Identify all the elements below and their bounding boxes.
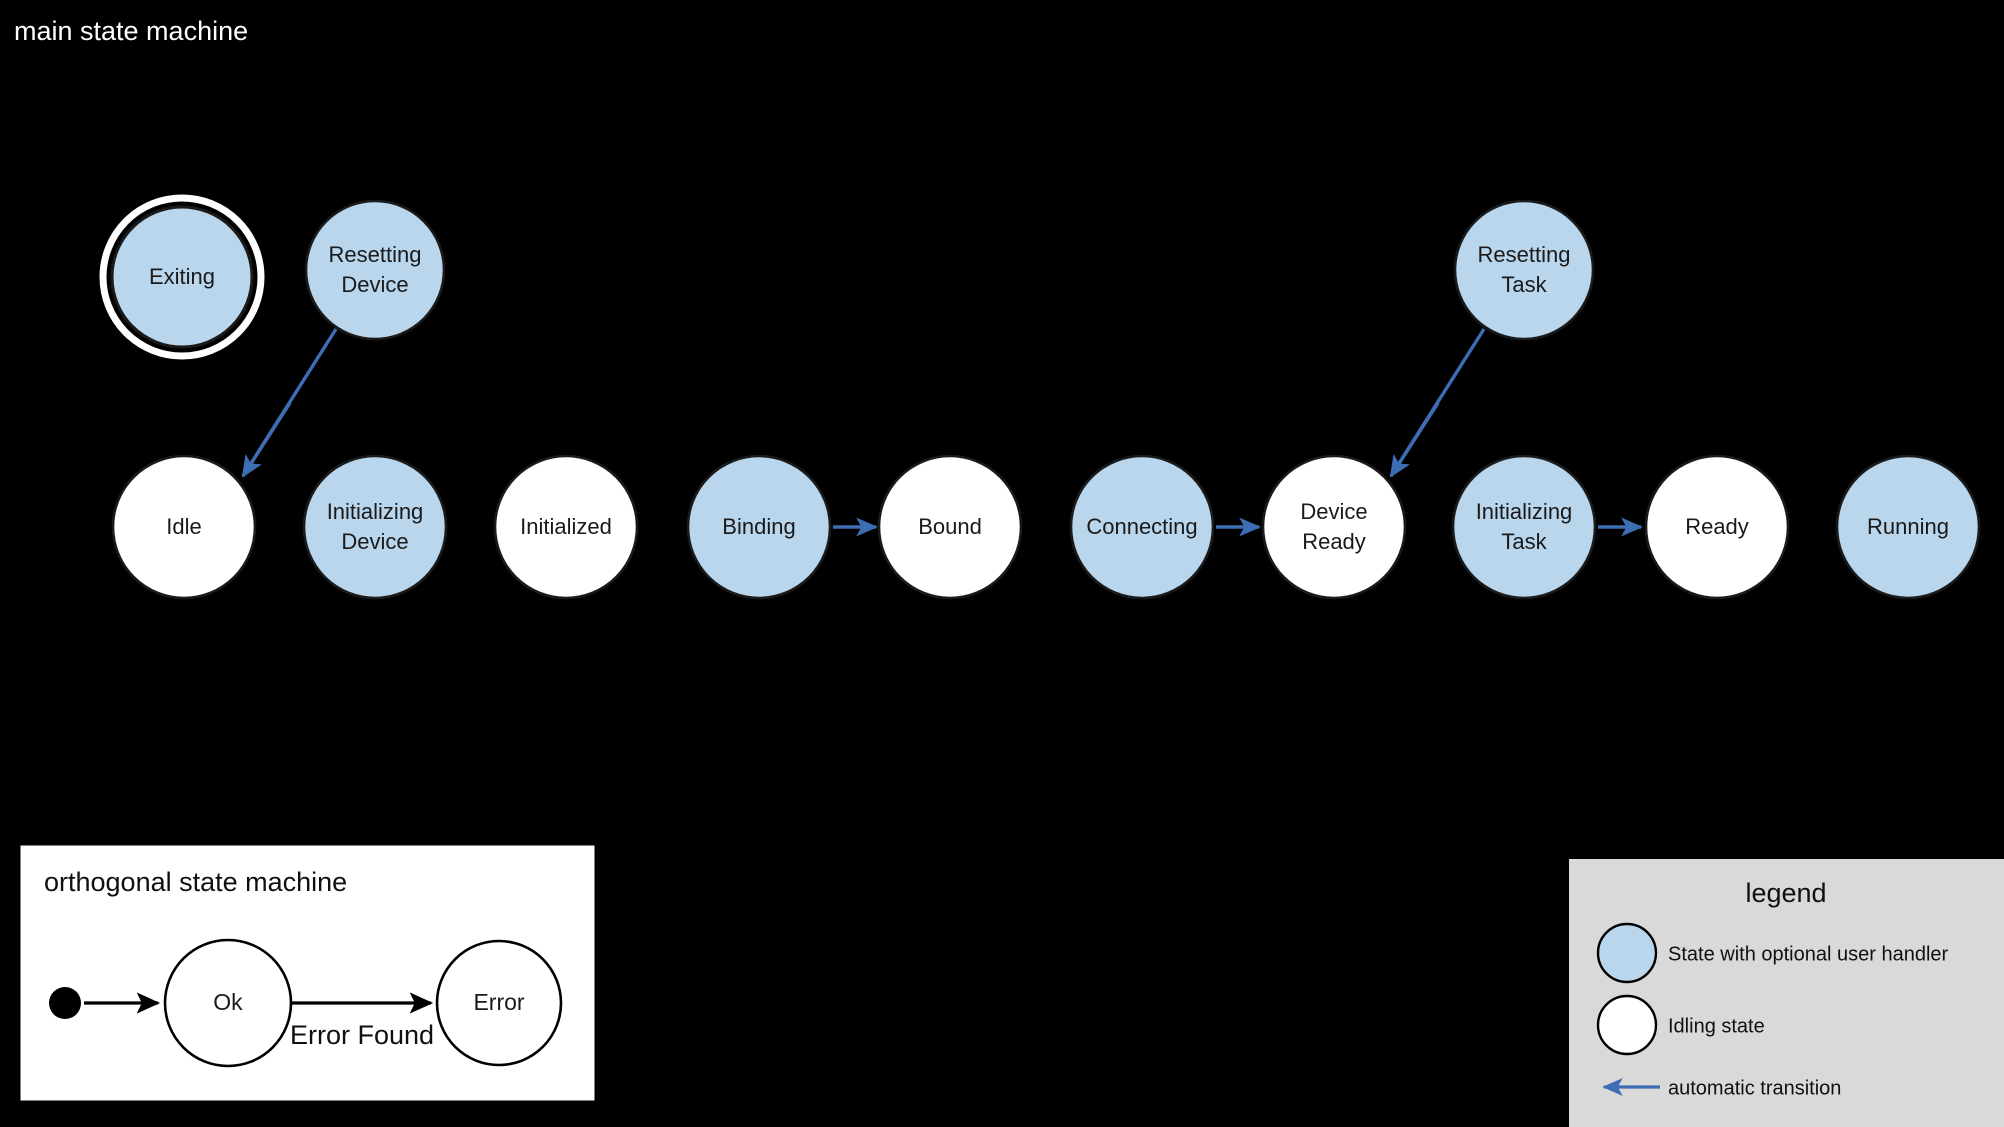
arrowhead-resetting-device-to-idle [241,402,292,478]
state-node-initializing-device[interactable]: Initializing Device [302,454,448,600]
state-node-resetting-device[interactable]: Resetting Device [304,199,446,341]
state-label-line1: Resetting [329,242,422,267]
state-node-initialized[interactable]: Initialized [493,454,639,600]
state-circle [1451,454,1597,600]
state-node-bound[interactable]: Bound [877,454,1023,600]
state-label: Connecting [1086,514,1197,539]
state-circle [1835,454,1981,600]
state-label: Exiting [149,264,215,289]
state-label-line2: Ready [1302,529,1366,554]
state-label: Idle [166,514,201,539]
state-label-line2: Device [341,529,408,554]
legend-item-idling-state: Idling state [1596,994,1765,1056]
state-circle [111,454,257,600]
state-node-initializing-task[interactable]: Initializing Task [1451,454,1597,600]
state-node-resetting-task[interactable]: Resetting Task [1453,199,1595,341]
state-label-line2: Task [1501,272,1547,297]
state-node-ready[interactable]: Ready [1644,454,1790,600]
orthogonal-state-ok-label: Ok [213,989,243,1015]
state-circle [1453,199,1595,341]
state-node-exiting[interactable]: Exiting [99,194,265,360]
final-state-outer-ring [99,194,265,360]
state-label: Binding [722,514,795,539]
transition-arrowheads-overlay [241,402,1440,478]
legend-item-auto-transition: automatic transition [1602,1077,1841,1099]
state-node-running[interactable]: Running [1835,454,1981,600]
state-node-connecting[interactable]: Connecting [1069,454,1215,600]
state-circle [304,199,446,341]
state-node-idle[interactable]: Idle [111,454,257,600]
page-title: main state machine [14,16,248,46]
legend-idling-state-label: Idling state [1668,1015,1765,1037]
state-label-line1: Initializing [1476,499,1573,524]
legend-background [1569,859,2004,1127]
state-circle [1261,454,1407,600]
transition-ok-to-error-label: Error Found [290,1020,434,1050]
state-label: Initialized [520,514,612,539]
state-label: Ready [1685,514,1749,539]
legend-panel: legend State with optional user handler … [1569,859,2004,1127]
state-circle [1069,454,1215,600]
state-circle [493,454,639,600]
state-label-line1: Device [1300,499,1367,524]
state-circle [686,454,832,600]
orthogonal-state-error[interactable] [435,939,563,1067]
state-circle [110,205,254,349]
legend-item-handler-state: State with optional user handler [1596,922,1949,984]
state-circle [1644,454,1790,600]
legend-auto-transition-label: automatic transition [1668,1077,1841,1099]
legend-handler-state-label: State with optional user handler [1668,943,1949,965]
orthogonal-state-ok[interactable] [163,938,293,1068]
state-label: Running [1867,514,1949,539]
state-node-binding[interactable]: Binding [686,454,832,600]
state-label-line1: Initializing [327,499,424,524]
legend-title: legend [1745,878,1826,908]
state-node-device-ready[interactable]: Device Ready [1261,454,1407,600]
panel-title: orthogonal state machine [44,867,347,897]
orthogonal-state-machine-panel: orthogonal state machine Ok Error Found … [20,845,595,1101]
state-label-line2: Task [1501,529,1547,554]
state-label-line2: Device [341,272,408,297]
state-label: Bound [918,514,982,539]
legend-handler-state-swatch [1596,922,1658,984]
arrowhead-resetting-task-to-device-ready [1389,402,1440,478]
state-label-line1: Resetting [1478,242,1571,267]
state-circle [877,454,1023,600]
initial-state-dot[interactable] [49,987,81,1019]
state-circle [302,454,448,600]
orthogonal-state-error-label: Error [473,989,524,1015]
legend-idling-state-swatch [1596,994,1658,1056]
